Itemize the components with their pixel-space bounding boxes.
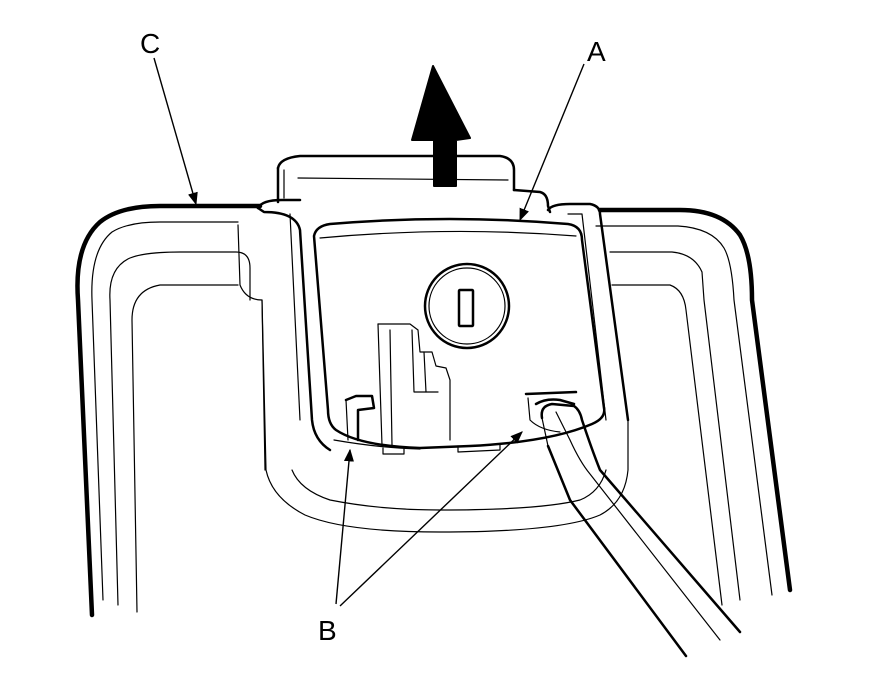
leader-b-right — [339, 431, 523, 607]
leader-lines — [153, 57, 585, 607]
tab-right-b — [524, 390, 578, 433]
key-cylinder-cover-a — [312, 217, 606, 455]
leader-b-left — [335, 448, 354, 605]
callout-a: A — [587, 36, 606, 67]
upper-bracket — [256, 154, 630, 452]
pry-tool — [540, 402, 742, 658]
internal-latch — [377, 323, 451, 446]
leader-a — [519, 63, 585, 222]
callout-c: C — [140, 28, 161, 59]
key-cylinder-icon — [423, 262, 511, 350]
housing-c — [75, 203, 793, 618]
callout-b: B — [318, 615, 337, 646]
tab-left-b — [344, 394, 376, 442]
removal-direction-arrow — [411, 65, 471, 187]
leader-c — [153, 57, 198, 206]
